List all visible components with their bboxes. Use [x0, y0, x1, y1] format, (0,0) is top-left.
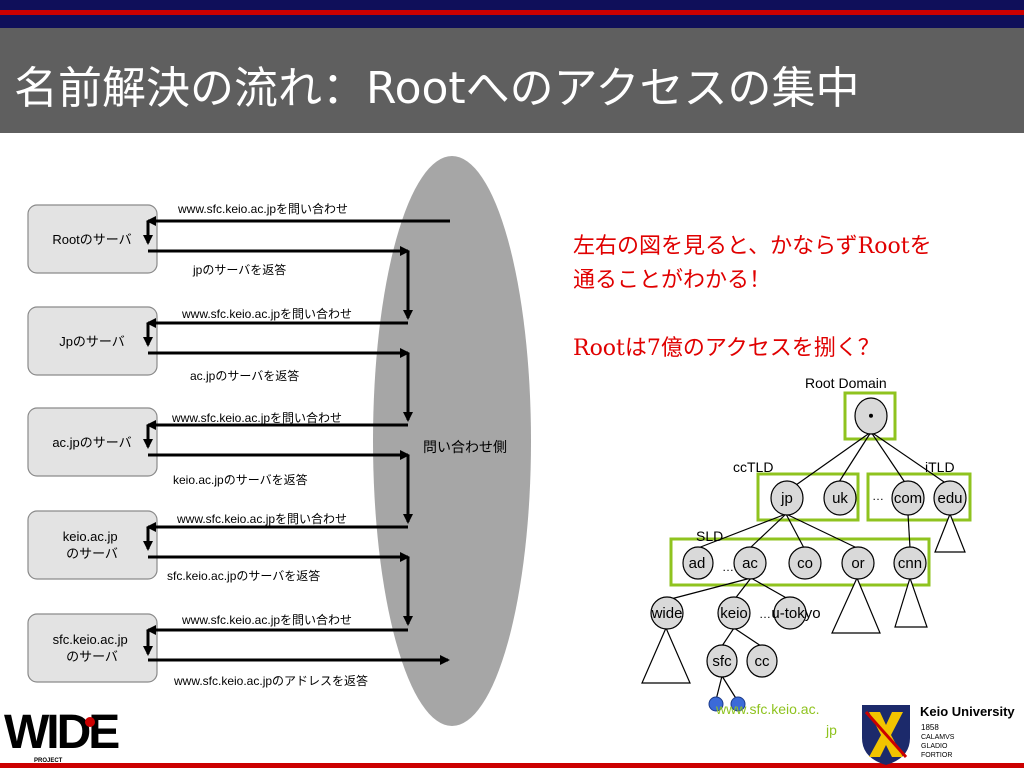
tree-node-com: com: [894, 490, 922, 507]
tree-edges: [666, 431, 948, 701]
keio-name: Keio University: [920, 704, 1015, 719]
tree-node-jp: jp: [780, 490, 793, 507]
tree-node-root: ・: [863, 409, 879, 426]
query-label-3: www.sfc.keio.ac.jpを問い合わせ: [171, 410, 342, 425]
wide-logo-subtext: PROJECT: [34, 758, 63, 764]
tree-node-uk: uk: [832, 490, 848, 507]
third-level-ellipsis: …: [759, 607, 771, 621]
subtree-triangle-edu: [934, 512, 966, 553]
tree-node-co: co: [797, 555, 813, 572]
response-label-4: sfc.keio.ac.jpのサーバを返答: [167, 568, 320, 583]
tree-node-keio: keio: [720, 605, 748, 622]
keio-year: 1858: [921, 723, 939, 732]
server-box-jp: [27, 306, 158, 376]
subtree-triangle-wide: [641, 626, 691, 684]
top-stripe-red: [0, 10, 1024, 15]
server-label-root: Rootのサーバ: [52, 232, 131, 247]
server-label-jp: Jpのサーバ: [59, 334, 125, 349]
tree-node-ad: ad: [689, 555, 706, 572]
www-node-1: [708, 696, 724, 712]
wide-logo-dot: [85, 717, 95, 727]
top-stripe-dark: [0, 0, 1024, 10]
server-label-keio: keio.ac.jp のサーバ: [63, 529, 122, 561]
server-box-ac-jp: [27, 407, 158, 477]
flow-arrows: [143, 216, 450, 665]
server-box-sfc: [27, 613, 158, 683]
tree-node-wide: wide: [651, 605, 683, 622]
keio-motto-1: CALAMVS: [921, 734, 955, 741]
tree-node-cc: cc: [755, 653, 771, 670]
server-label-ac-jp: ac.jpのサーバ: [52, 435, 131, 450]
www-label-line-2: jp: [825, 722, 837, 738]
server-label-keio-line: keio.ac.jp: [63, 529, 118, 544]
cctld-group-box: [756, 472, 860, 522]
query-label-4: www.sfc.keio.ac.jpを問い合わせ: [176, 511, 347, 526]
note-line-3: Rootは7億のアクセスを捌く？: [573, 336, 880, 361]
bottom-stripe-red: [0, 763, 1024, 768]
itld-label: iTLD: [925, 459, 955, 475]
query-label-2: www.sfc.keio.ac.jpを問い合わせ: [181, 306, 352, 321]
tree-nodes: [650, 397, 967, 678]
top-stripe-dark-2: [0, 15, 1024, 28]
itld-group-box: [866, 472, 972, 522]
subtree-triangle-or: [831, 576, 881, 634]
note-line-2: 通ることがわかる！: [573, 268, 772, 293]
tld-ellipsis: …: [872, 489, 884, 503]
subtree-triangle-cnn: [894, 576, 928, 628]
server-label-sfc: sfc.keio.ac.jp のサーバ: [53, 632, 132, 664]
note-line-1: 左右の図を見ると、かならずRootを: [573, 234, 932, 259]
slide-title: 名前解決の流れ：Rootへのアクセスの集中: [14, 63, 860, 114]
query-label-1: www.sfc.keio.ac.jpを問い合わせ: [177, 201, 348, 216]
querier-ellipse: [373, 156, 531, 726]
keio-sword-icon: [864, 711, 908, 758]
keio-motto-2: GLADIO: [921, 743, 948, 750]
sld-group-box: [669, 537, 931, 587]
keio-motto-3: FORTIOR: [921, 752, 952, 759]
wide-logo-text: WIDE: [4, 706, 119, 759]
response-label-2: ac.jpのサーバを返答: [190, 368, 299, 383]
tree-node-or: or: [851, 555, 864, 572]
querier-label: 問い合わせ側: [423, 439, 507, 455]
server-label-keio-line-cont: のサーバ: [66, 546, 118, 561]
server-label-sfc-line-cont: のサーバ: [66, 649, 118, 664]
tree-node-edu: edu: [937, 490, 962, 507]
keio-logo: Keio University 1858 CALAMVS GLADIO FORT…: [862, 704, 1015, 765]
response-label-3: keio.ac.jpのサーバを返答: [173, 472, 308, 487]
tree-node-u-tokyo: u-tokyo: [771, 605, 820, 622]
query-label-5: www.sfc.keio.ac.jpを問い合わせ: [181, 612, 352, 627]
cctld-label: ccTLD: [733, 459, 773, 475]
server-box-keio: [27, 510, 158, 580]
www-label-line-1: www.sfc.keio.ac.: [715, 701, 819, 717]
response-label-5: www.sfc.keio.ac.jpのアドレスを返答: [173, 673, 368, 688]
root-domain-label: Root Domain: [805, 375, 887, 391]
sld-label: SLD: [696, 528, 723, 544]
server-label-sfc-line: sfc.keio.ac.jp: [53, 632, 128, 647]
tree-node-cnn: cnn: [898, 555, 922, 572]
tree-node-ac: ac: [742, 555, 758, 572]
www-node-2: [730, 696, 746, 712]
server-box-root: [27, 204, 158, 274]
tree-node-sfc: sfc: [712, 653, 732, 670]
response-label-1: jpのサーバを返答: [192, 262, 286, 277]
wide-logo: WIDE PROJECT: [4, 706, 122, 764]
title-bar: [0, 28, 1024, 133]
sld-ellipsis: …: [722, 560, 734, 574]
root-group-box: [843, 391, 897, 441]
